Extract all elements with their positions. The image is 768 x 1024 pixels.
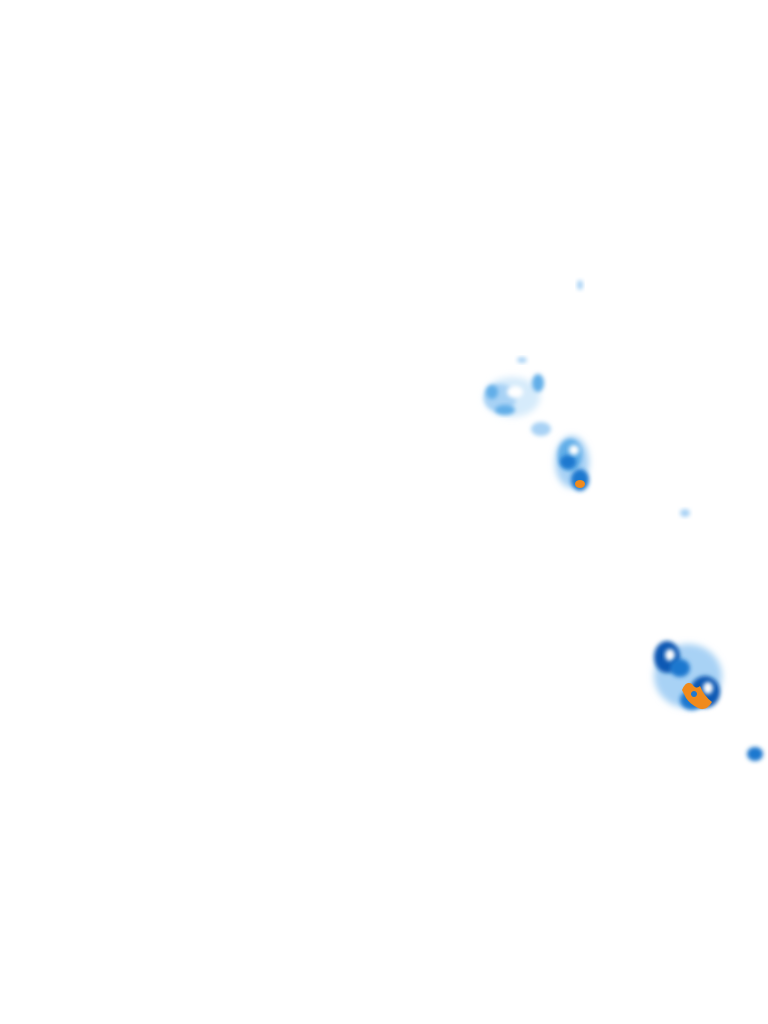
echo-cell-southeast-storm xyxy=(654,641,722,710)
echo-cell-upper-cluster xyxy=(484,357,544,417)
echo-cell-upper-small xyxy=(531,422,551,436)
echo-cell-far-east xyxy=(747,747,763,761)
echo-cell-center-heavy-core xyxy=(575,480,585,488)
echo-cell-east-speck xyxy=(680,509,690,517)
echo-cell-southeast-heavy-core xyxy=(682,682,712,710)
echo-cell-north-speck xyxy=(577,280,583,290)
